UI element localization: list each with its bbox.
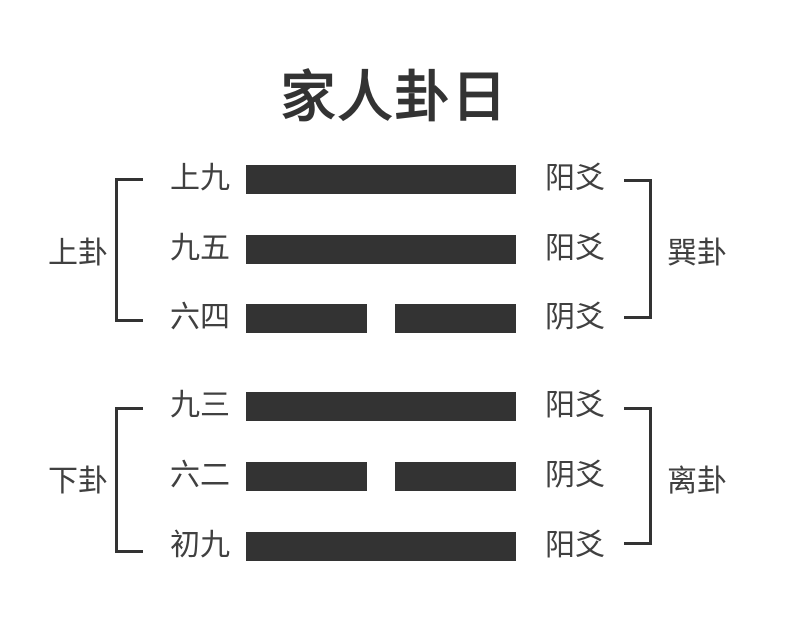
upper-trigram-left-bracket bbox=[115, 178, 143, 322]
yao-row: 九三 阳爻 bbox=[0, 389, 789, 422]
upper-trigram-name-label: 巽卦 bbox=[667, 237, 727, 270]
yao-type-label: 阴爻 bbox=[545, 459, 605, 492]
hexagram-line-bar bbox=[246, 304, 516, 333]
yao-position-label: 初九 bbox=[170, 529, 230, 562]
upper-trigram-group-label: 上卦 bbox=[48, 237, 108, 270]
yao-type-label: 阳爻 bbox=[545, 389, 605, 422]
hexagram-line-bar bbox=[246, 462, 516, 491]
line-segment bbox=[246, 462, 367, 491]
lower-trigram-right-bracket bbox=[624, 407, 652, 545]
line-segment bbox=[246, 235, 516, 264]
yao-row: 九五 阳爻 bbox=[0, 232, 789, 265]
hexagram-line-bar bbox=[246, 532, 516, 561]
yao-position-label: 九五 bbox=[170, 232, 230, 265]
line-segment bbox=[246, 532, 516, 561]
lower-trigram-group-label: 下卦 bbox=[48, 465, 108, 498]
hexagram-line-bar bbox=[246, 392, 516, 421]
lower-trigram-left-bracket bbox=[115, 407, 143, 553]
line-segment bbox=[246, 165, 516, 194]
yao-row: 六二 阴爻 bbox=[0, 459, 789, 492]
yao-row: 初九 阳爻 bbox=[0, 529, 789, 562]
yao-position-label: 九三 bbox=[170, 389, 230, 422]
upper-trigram-right-bracket bbox=[624, 179, 652, 319]
yao-type-label: 阳爻 bbox=[545, 232, 605, 265]
yao-type-label: 阴爻 bbox=[545, 301, 605, 334]
yao-position-label: 上九 bbox=[170, 162, 230, 195]
line-segment bbox=[246, 392, 516, 421]
line-segment bbox=[395, 304, 516, 333]
hexagram-line-bar bbox=[246, 235, 516, 264]
yao-type-label: 阳爻 bbox=[545, 162, 605, 195]
line-segment bbox=[395, 462, 516, 491]
hexagram-line-bar bbox=[246, 165, 516, 194]
yao-position-label: 六四 bbox=[170, 301, 230, 334]
diagram-title: 家人卦日 bbox=[280, 66, 509, 128]
yao-type-label: 阳爻 bbox=[545, 529, 605, 562]
yao-row: 上九 阳爻 bbox=[0, 162, 789, 195]
line-segment bbox=[246, 304, 367, 333]
yao-row: 六四 阴爻 bbox=[0, 301, 789, 334]
lower-trigram-name-label: 离卦 bbox=[667, 465, 727, 498]
yao-position-label: 六二 bbox=[170, 459, 230, 492]
